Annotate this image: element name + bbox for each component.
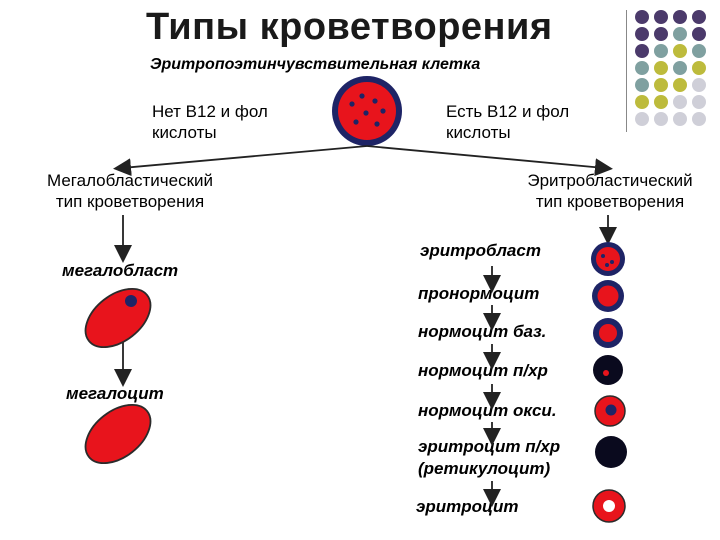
page-title: Типы кроветворения [146,6,553,48]
decorative-dot [654,61,668,75]
decorative-dot [673,27,687,41]
erythroblastic-type-line-1: Эритробластический [527,171,693,190]
decorative-dot [673,78,687,92]
normocyte-polychromatic-cell [593,355,623,385]
stem-cell-granule [349,101,355,107]
reticulocyte-cell [595,436,627,468]
decorative-dot [692,61,706,75]
decorative-dot [692,78,706,92]
erythroblastic-type-label: Эритробластический тип кроветворения [508,170,712,212]
megaloblast-nucleus [125,295,137,307]
erythrocyte-cell [592,489,626,523]
decorative-dot [673,95,687,109]
megalocyte-cell [84,403,152,465]
stage-erythroblast: эритробласт [420,241,541,260]
left-condition-line-1: Нет В12 и фол [152,102,268,121]
stage-normocyte-polychromatic: нормоцит п/хр [418,361,548,380]
left-condition-label: Нет В12 и фол кислоты [152,101,268,143]
stage-megaloblast: мегалобласт [62,261,179,280]
stem-cell-granule [380,108,386,114]
normocyte-oxyphilic-cell [594,395,626,427]
decorative-dot [654,44,668,58]
stem-cell-granule [374,121,380,127]
stage-polychromatic-erythrocyte: эритроцит п/хр [418,437,561,456]
decorative-dot [692,27,706,41]
decorative-dot [635,78,649,92]
branch-arrow-left [113,145,368,177]
left-condition-line-2: кислоты [152,123,217,142]
decorative-dot [635,44,649,58]
decorative-divider [626,10,627,132]
decorative-dot [635,95,649,109]
stem-cell [332,76,402,146]
decorative-dot [673,10,687,24]
right-condition-label: Есть В12 и фол кислоты [446,101,569,143]
decorative-dot [635,27,649,41]
right-condition-line-2: кислоты [446,123,511,142]
erythroblast-cell [591,242,625,276]
decorative-dot [673,61,687,75]
stem-cell-granule [372,98,378,104]
right-condition-line-1: Есть В12 и фол [446,102,570,121]
decorative-dot [692,95,706,109]
decorative-dot [673,112,687,126]
decorative-dot [692,44,706,58]
megaloblast-cell [84,287,152,349]
decorative-dot [654,27,668,41]
megaloblastic-type-line-1: Мегалобластический [46,171,214,190]
stem-cell-granule [363,110,369,116]
pronormocyte-cell [592,280,624,312]
megaloblastic-type-line-2: тип кроветворения [55,192,205,211]
stage-reticulocyte: (ретикулоцит) [418,459,551,478]
erythroblastic-type-line-2: тип кроветворения [535,192,685,211]
branch-arrow-right [366,145,613,177]
decorative-dot [673,44,687,58]
stage-normocyte-basophilic: нормоцит баз. [418,322,547,341]
stage-megalocyte: мегалоцит [66,384,164,403]
decorative-dot [635,61,649,75]
decorative-dot [654,78,668,92]
decorative-dot [692,10,706,24]
decorative-dot [654,10,668,24]
subtitle: Эритропоэтинчувствительная клетка [150,56,481,73]
decorative-dot [635,10,649,24]
decorative-dot [654,112,668,126]
stage-pronormocyte: пронормоцит [418,284,540,303]
decorative-dot [692,112,706,126]
megaloblastic-type-label: Мегалобластический тип кроветворения [30,170,230,212]
stem-cell-granule [353,119,359,125]
decorative-dot [654,95,668,109]
decorative-dot [635,112,649,126]
normocyte-basophilic-cell [593,318,623,348]
stage-normocyte-oxyphilic: нормоцит окси. [418,401,557,420]
stem-cell-granule [359,93,365,99]
